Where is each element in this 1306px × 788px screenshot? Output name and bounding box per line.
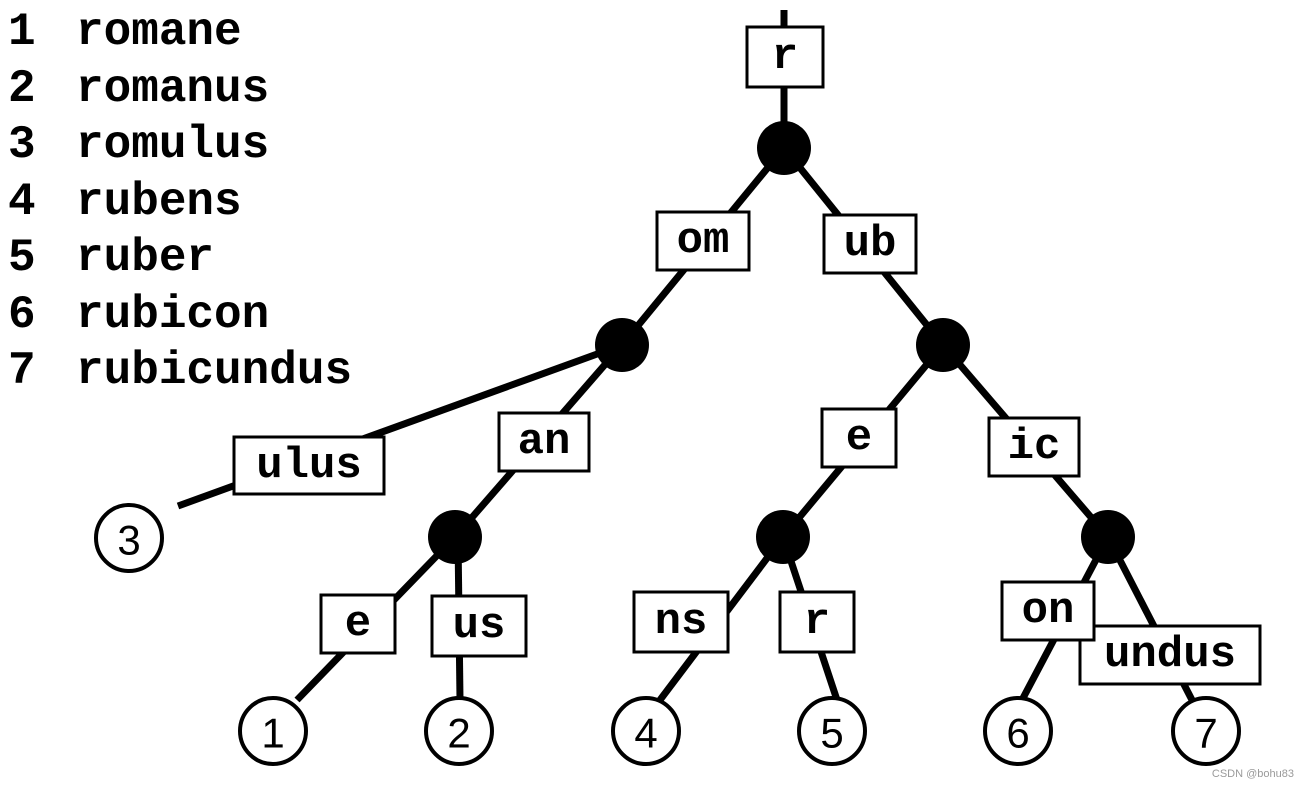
word-number: 7	[8, 345, 36, 397]
watermark: CSDN @bohu83	[1211, 768, 1294, 780]
word-number: 2	[8, 62, 36, 115]
leaf-4: 4	[611, 696, 681, 766]
word-number: 6	[8, 288, 36, 341]
word-text: rubicon	[76, 288, 270, 341]
word-number: 5	[8, 232, 36, 284]
leaf-number: 1	[261, 710, 284, 757]
word-text: romulus	[76, 119, 270, 171]
leaf-number: 7	[1194, 710, 1217, 757]
word-number: 1	[8, 6, 36, 58]
word-number: 4	[8, 175, 36, 228]
edge-label-text: us	[453, 601, 506, 651]
word-text: rubens	[76, 175, 242, 228]
word-number: 3	[8, 119, 36, 171]
node-ic	[1081, 510, 1135, 564]
edge-label-text: ns	[655, 597, 708, 647]
internal-nodes	[428, 121, 1135, 564]
edge-label-text: r	[772, 32, 798, 82]
word-list-item: 5 ruber	[8, 230, 352, 287]
edge-label-text: e	[846, 413, 872, 463]
word-text: romane	[76, 6, 242, 58]
edge-label-text: ic	[1008, 422, 1061, 472]
leaf-number: 6	[1006, 710, 1029, 757]
edge-label-undus: undus	[1078, 624, 1262, 686]
node-e	[756, 510, 810, 564]
edge-label-text: om	[677, 216, 730, 266]
word-list-item: 2 romanus	[8, 61, 352, 118]
edge-label-an: an	[497, 411, 591, 473]
word-list-item: 6 rubicon	[8, 287, 352, 344]
edge-label-us: us	[430, 594, 528, 658]
edge-label-text: r	[804, 597, 830, 647]
word-list: 1 romane 2 romanus 3 romulus 4 rubens 5 ruber…	[8, 4, 352, 400]
leaf-5: 5	[797, 696, 867, 766]
leaf-7: 7	[1171, 696, 1241, 766]
edge-label-r: r	[745, 25, 825, 89]
edge-label-text: undus	[1104, 630, 1236, 680]
word-text: rubicundus	[76, 345, 353, 397]
edge-label-e-ub: e	[820, 407, 898, 469]
edge-label-text: ub	[844, 219, 897, 269]
edge-label-om: om	[655, 210, 751, 272]
edge-label-ub: ub	[822, 213, 918, 275]
leaf-number: 4	[634, 710, 657, 757]
word-list-item: 7 rubicundus	[8, 343, 352, 400]
edge-label-ns: ns	[632, 590, 730, 654]
node-root	[757, 121, 811, 175]
leaf-6: 6	[983, 696, 1053, 766]
node-om	[595, 318, 649, 372]
edge-label-ulus: ulus	[232, 435, 386, 496]
edge-label-text: ulus	[256, 441, 362, 491]
leaf-nodes: 3 1 2 4 5 6 7	[94, 503, 1241, 766]
leaf-number: 5	[820, 710, 843, 757]
edge-label-e-an: e	[319, 593, 397, 655]
leaf-number: 2	[447, 710, 470, 757]
word-list-item: 4 rubens	[8, 174, 352, 231]
node-an	[428, 510, 482, 564]
word-text: ruber	[76, 232, 215, 284]
leaf-3: 3	[94, 503, 164, 573]
word-list-item: 3 romulus	[8, 117, 352, 174]
edge-label-r-e: r	[778, 590, 856, 654]
word-text: romanus	[76, 62, 270, 115]
node-ub	[916, 318, 970, 372]
edge-label-on: on	[1000, 580, 1096, 642]
word-list-item: 1 romane	[8, 4, 352, 61]
edge-label-text: an	[518, 417, 571, 467]
leaf-1: 1	[238, 696, 308, 766]
edge-labels: r om ub ulus an e ic e	[232, 25, 1262, 686]
leaf-2: 2	[424, 696, 494, 766]
edge-label-text: e	[345, 599, 371, 649]
edge-label-text: on	[1022, 586, 1075, 636]
edge-label-ic: ic	[987, 416, 1081, 478]
leaf-number: 3	[117, 517, 140, 564]
